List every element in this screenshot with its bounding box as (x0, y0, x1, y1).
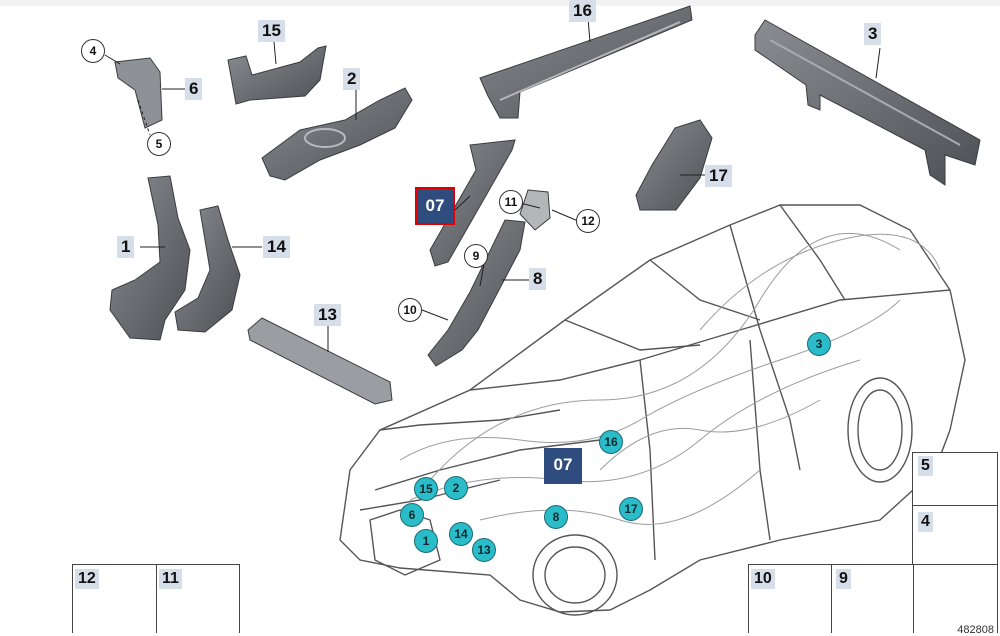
part-8-bracket (427, 219, 526, 367)
part-callout-12[interactable]: 12 (576, 209, 600, 233)
part-callout-4[interactable]: 4 (81, 39, 105, 63)
part-label-1[interactable]: 1 (117, 236, 135, 258)
car-callout-16[interactable]: 16 (599, 430, 623, 454)
car-callout-2[interactable]: 2 (444, 476, 468, 500)
part-label-2[interactable]: 2 (343, 68, 361, 90)
part-label-17[interactable]: 17 (705, 165, 732, 187)
part-label-3[interactable]: 3 (864, 23, 882, 45)
car-callout-6[interactable]: 6 (400, 503, 424, 527)
legend-label-10[interactable]: 10 (751, 569, 775, 589)
car-wireframe (339, 204, 966, 616)
highlighted-part-07[interactable]: 07 (415, 187, 455, 225)
part-13-rail (247, 317, 393, 405)
car-callout-3[interactable]: 3 (807, 332, 831, 356)
part-callout-11[interactable]: 11 (499, 190, 523, 214)
fastener-legend-bottom-left (72, 564, 240, 633)
car-callout-1[interactable]: 1 (414, 529, 438, 553)
fastener-legend-bottom-right (748, 564, 998, 633)
part-2-bracket (261, 87, 413, 181)
part-16-bracket (479, 5, 693, 119)
part-07-bracket (429, 139, 516, 267)
car-callout-8[interactable]: 8 (544, 505, 568, 529)
part-label-15[interactable]: 15 (258, 20, 285, 42)
part-3-rail (754, 19, 981, 186)
part-17-bracket (635, 119, 713, 211)
legend-label-11[interactable]: 11 (159, 569, 182, 589)
legend-label-12[interactable]: 12 (75, 569, 99, 589)
car-callout-14[interactable]: 14 (449, 522, 473, 546)
top-strip (0, 0, 1000, 6)
part-label-16[interactable]: 16 (569, 0, 596, 22)
part-11-clip (519, 189, 551, 231)
part-callout-9[interactable]: 9 (464, 244, 488, 268)
car-callout-15[interactable]: 15 (414, 477, 438, 501)
legend-label-4[interactable]: 4 (918, 512, 933, 532)
car-callout-17[interactable]: 17 (619, 497, 643, 521)
part-14-bracket (174, 205, 241, 333)
part-callout-5[interactable]: 5 (147, 132, 171, 156)
car-callout-07[interactable]: 07 (544, 448, 582, 484)
part-label-13[interactable]: 13 (314, 304, 341, 326)
part-15-bracket (227, 45, 327, 105)
part-1-bracket (109, 175, 191, 341)
highlighted-part-07-label: 07 (425, 196, 445, 215)
part-callout-10[interactable]: 10 (398, 298, 422, 322)
part-label-8[interactable]: 8 (529, 268, 547, 290)
legend-label-5[interactable]: 5 (918, 456, 933, 476)
part-6-bracket (114, 57, 163, 129)
car-callout-13[interactable]: 13 (472, 538, 496, 562)
diagram-id: 482808 (957, 624, 994, 636)
part-label-6[interactable]: 6 (185, 78, 203, 100)
legend-label-9[interactable]: 9 (836, 569, 851, 589)
part-label-14[interactable]: 14 (263, 236, 290, 258)
